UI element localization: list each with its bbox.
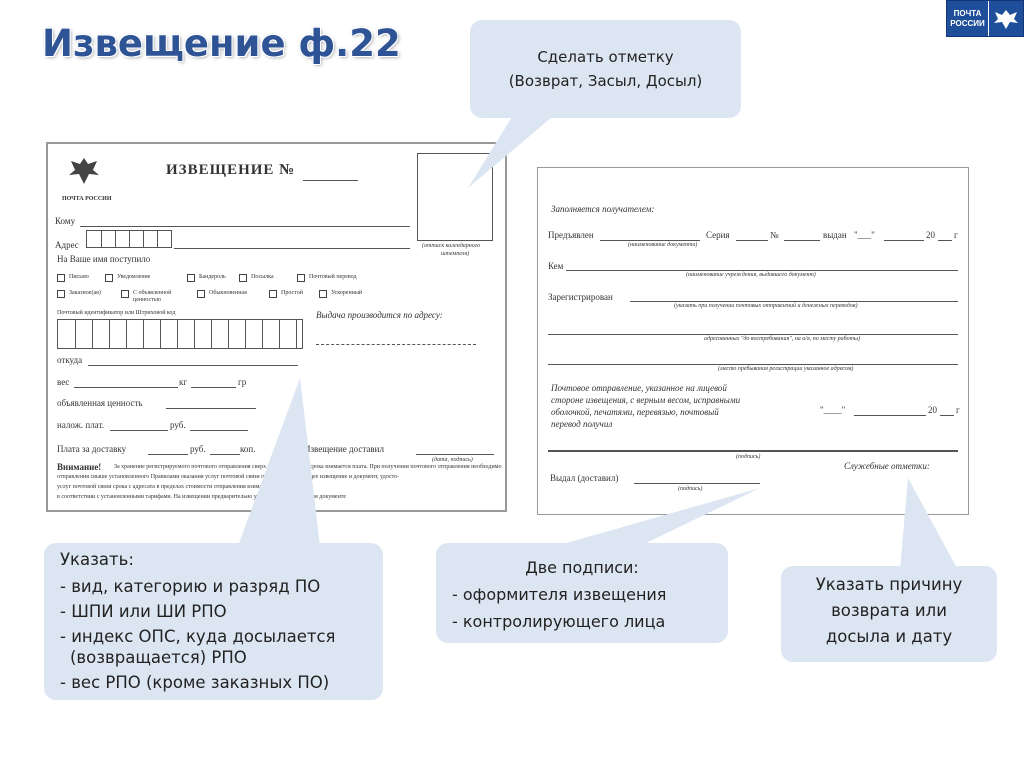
podpis-caption: (подпись) xyxy=(736,454,761,460)
field-ves: вес xyxy=(57,377,70,387)
page-title: Извещение ф.22 xyxy=(42,22,401,65)
warning-line-2: отправления свыше установленного Правила… xyxy=(57,474,400,480)
field-otkuda: откуда xyxy=(57,355,83,365)
note-line-3: оболочкой, печатями, перевязью, почтовый xyxy=(551,407,719,417)
field-nalozh: налож. плат. xyxy=(57,420,104,430)
year-prefix-2: 20 xyxy=(928,405,937,415)
field-vydal: Выдал (доставил) xyxy=(550,473,619,483)
eagle-emblem-icon xyxy=(989,1,1023,36)
field-adres: Адрес xyxy=(55,240,79,250)
mail-type-row-1: Письмо Уведомление Бандероль Посылка Поч… xyxy=(57,273,397,285)
year-suffix: г xyxy=(954,230,958,240)
check-label: Обыкновенная xyxy=(209,290,247,296)
check-label: С объявленной ценностью xyxy=(133,290,172,303)
date-sign-caption: (дата, подпись) xyxy=(432,457,473,463)
logo-line-1: ПОЧТА xyxy=(953,8,982,18)
podpis-caption-2: (подпись) xyxy=(678,486,703,492)
logo-line-2: РОССИИ xyxy=(950,18,985,28)
notice-form-back: Заполняется получателем: Предъявлен (наи… xyxy=(537,167,969,515)
index-cells xyxy=(86,230,172,248)
callout-signatures-heading: Две подписи: xyxy=(525,558,639,577)
kem-caption: (наименование учреждения, выдавшего доку… xyxy=(686,272,816,278)
russian-post-logo: ПОЧТА РОССИИ xyxy=(946,0,1024,37)
stamp-box xyxy=(417,153,493,241)
field-vydan: выдан xyxy=(823,230,847,240)
year-prefix: 20 xyxy=(926,230,935,240)
unit-gr: гр xyxy=(238,377,247,387)
unit-kg: кг xyxy=(179,377,188,387)
year-suffix-2: г xyxy=(956,405,960,415)
note-line-2: стороне извещения, с верным весом, испра… xyxy=(551,395,741,405)
callout-specify-item: - вес РПО (кроме заказных ПО) xyxy=(60,673,330,692)
received-label: На Ваше имя поступило xyxy=(57,254,151,264)
russian-post-emblem-icon xyxy=(66,154,102,190)
note-line-4: перевод получил xyxy=(551,419,613,429)
field-seria: Серия xyxy=(706,230,730,240)
stamp-caption-2: штемпеля) xyxy=(441,251,470,257)
field-no: № xyxy=(770,230,779,240)
check-label: Бандероль xyxy=(199,274,226,280)
callout-specify-item: - вид, категорию и разряд ПО xyxy=(60,577,321,596)
check-label: Письмо xyxy=(69,274,89,280)
check-label: Ускоренный xyxy=(331,290,363,296)
callout-mark-line-2: (Возврат, Засыл, Досыл) xyxy=(508,72,703,90)
date-quote: "___" xyxy=(854,230,875,240)
zareg-caption: (указать при получении почтовых отправле… xyxy=(674,303,858,309)
field-predyavlen: Предъявлен xyxy=(548,230,594,240)
field-izv-dostavil: Извещение доставил xyxy=(304,444,384,454)
callout-reason: Указать причину возврата или досыла и да… xyxy=(781,566,997,662)
issue-note: Выдача производится по адресу: xyxy=(316,310,443,320)
check-label: Почтовый перевод xyxy=(309,274,357,280)
ident-label: Почтовый идентификатор или Штриховой код xyxy=(57,310,176,316)
ident-cells xyxy=(57,319,303,349)
callout-reason-line-1: Указать причину xyxy=(815,575,963,594)
field-dostavka: Плата за доставку xyxy=(57,444,127,454)
callout-signatures: Две подписи: - оформителя извещения - ко… xyxy=(436,543,728,643)
warning-line-4: в соответствии с установленными тарифами… xyxy=(57,494,347,500)
unit-rub-2: руб. xyxy=(190,444,206,454)
callout-specify-item: - ШПИ или ШИ РПО xyxy=(60,602,227,621)
warning-heading: Внимание! xyxy=(57,462,102,472)
doc-caption: (наименование документа) xyxy=(628,242,698,248)
field-cennost: объявленная ценность xyxy=(57,398,143,408)
filled-by-recipient: Заполняется получателем: xyxy=(551,204,655,214)
form-logo-caption: ПОЧТА РОССИИ xyxy=(62,196,112,202)
callout-specify-item: - индекс ОПС, куда досылается xyxy=(60,627,336,646)
callout-reason-line-2: возврата или xyxy=(831,601,947,620)
check-label: Посылка xyxy=(251,274,274,280)
check-label: Простой xyxy=(281,290,303,296)
callout-specify: Указать: - вид, категорию и разряд ПО - … xyxy=(44,543,383,700)
warning-line-3: услуг почтовой связи срока с адресата в … xyxy=(57,484,289,490)
form-heading: ИЗВЕЩЕНИЕ № xyxy=(166,162,296,178)
check-label: Уведомление xyxy=(117,274,151,280)
field-komu: Кому xyxy=(55,216,76,226)
unit-rub: руб. xyxy=(170,420,186,430)
callout-specify-heading: Указать: xyxy=(60,550,134,569)
unit-kop: коп. xyxy=(240,444,256,454)
callout-signatures-item: - оформителя извещения xyxy=(452,585,667,604)
callout-specify-item: (возвращается) РПО xyxy=(70,648,247,667)
callout-signatures-item: - контролирующего лица xyxy=(452,612,666,631)
field-kem: Кем xyxy=(548,261,564,271)
stamp-caption-1: (оттиск календарного xyxy=(422,243,481,249)
check-label: Заказное(ая) xyxy=(69,290,101,296)
callout-mark-line-1: Сделать отметку xyxy=(537,48,674,66)
service-notes: Служебные отметки: xyxy=(844,461,930,471)
callout-reason-line-3: досыла и дату xyxy=(825,627,953,646)
date-quote-2: "____" xyxy=(820,405,846,415)
address-caption: адресованных "до востребования", на а/я,… xyxy=(704,336,861,342)
callout-mark: Сделать отметку (Возврат, Засыл, Досыл) xyxy=(470,20,741,118)
field-zareg: Зарегистрирован xyxy=(548,292,613,302)
note-line-1: Почтовое отправление, указанное на лицев… xyxy=(551,383,727,393)
mail-type-row-2: Заказное(ая) С объявленной ценностью Обы… xyxy=(57,289,397,303)
address2-caption: (место пребывания регистрации указанное … xyxy=(718,366,854,372)
